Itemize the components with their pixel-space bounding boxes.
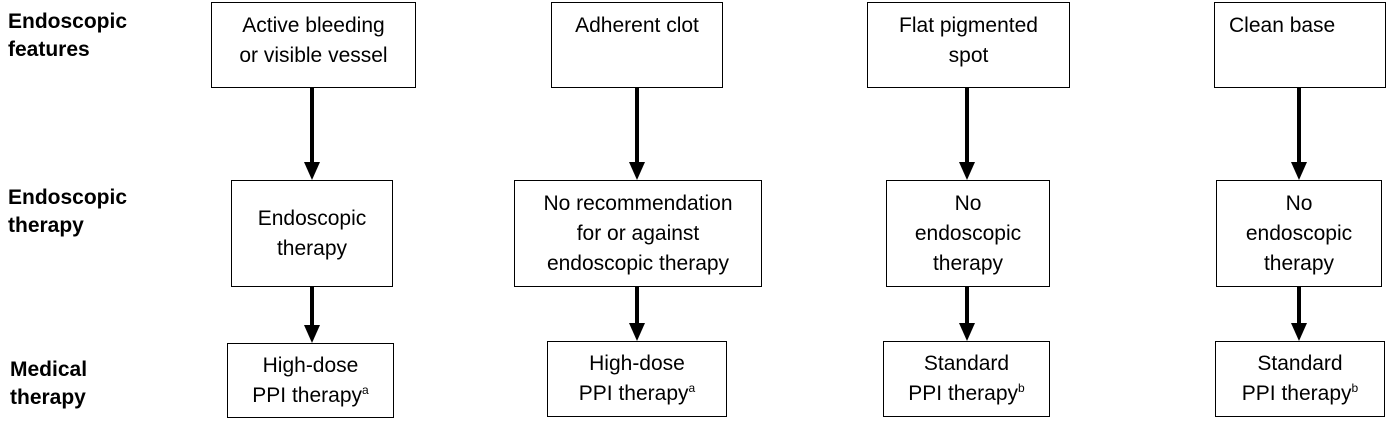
endo-box-no-recommendation: No recommendation for or against endosco… (514, 180, 762, 287)
endo-text: No endoscopic therapy (914, 191, 1022, 275)
arrowhead-col4-bottom (1291, 323, 1307, 341)
row-label-endoscopic-therapy: Endoscopic therapy (8, 186, 128, 237)
footnote-marker: b (1351, 381, 1359, 395)
endo-box-no-endoscopic-therapy: No endoscopic therapy (1216, 180, 1382, 287)
feature-box-flat-pigmented-spot: Flat pigmented spot (867, 2, 1070, 88)
footnote-marker: a (362, 382, 369, 397)
endo-text: No endoscopic therapy (1245, 191, 1353, 275)
feature-box-adherent-clot: Adherent clot (551, 2, 723, 88)
footnote-marker: a (688, 381, 696, 395)
endo-text: Endoscopic therapy (257, 206, 367, 260)
arrowhead-col3-bottom (959, 323, 975, 341)
feature-text: Clean base (1229, 14, 1336, 37)
arrowhead-col1-bottom (304, 325, 320, 343)
arrowhead-col2-top (629, 162, 645, 180)
feature-text: Adherent clot (575, 14, 699, 37)
row-label-endoscopic-features: Endoscopic features (8, 10, 128, 61)
arrowhead-col3-top (959, 162, 975, 180)
arrowhead-col1-top (304, 162, 320, 180)
feature-box-active-bleeding: Active bleeding or visible vessel (211, 2, 416, 88)
row-label-medical-therapy: Medical therapy (10, 358, 88, 409)
feature-text: Active bleeding or visible vessel (239, 14, 388, 67)
arrowhead-col2-bottom (629, 323, 645, 341)
feature-text: Flat pigmented spot (899, 14, 1038, 67)
endo-box-no-endoscopic-therapy: No endoscopic therapy (886, 180, 1050, 287)
endo-text: No recommendation for or against endosco… (543, 191, 733, 275)
endo-box-endoscopic-therapy: Endoscopic therapy (231, 180, 393, 287)
feature-box-clean-base: Clean base (1214, 2, 1386, 88)
footnote-marker: b (1018, 381, 1025, 395)
arrowhead-col4-top (1291, 162, 1307, 180)
